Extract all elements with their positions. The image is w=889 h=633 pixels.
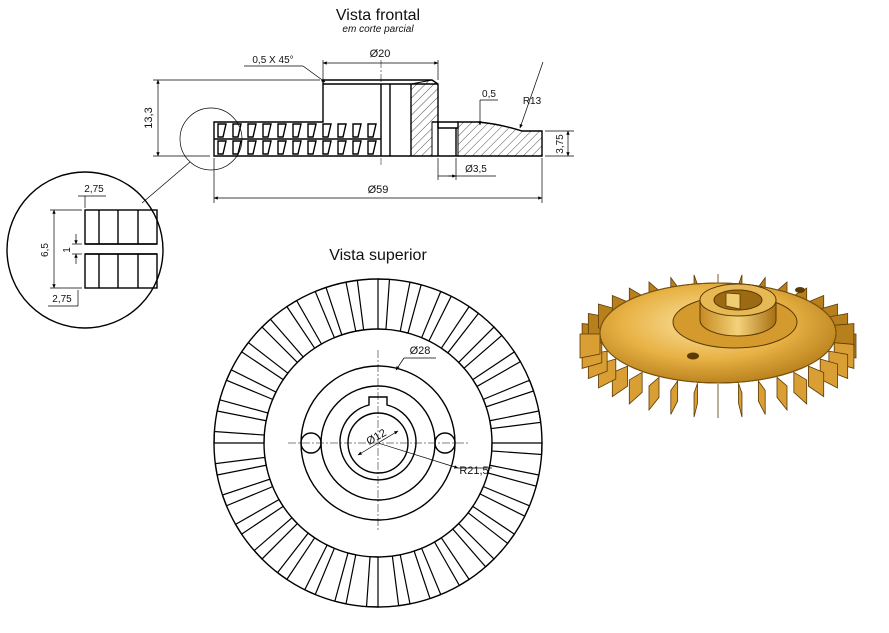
vane-slot — [322, 140, 332, 155]
radial-vane — [440, 305, 480, 354]
front-view-title: Vista frontal — [336, 7, 420, 24]
radial-vane — [240, 341, 289, 381]
radial-vane — [334, 552, 357, 605]
dim-chamfer: 0,5 X 45° — [252, 55, 293, 66]
detail-dim-bottom: 2,75 — [52, 294, 72, 305]
radial-vane — [479, 485, 531, 518]
top-dim-radius: R21,5 — [459, 465, 488, 477]
detail-dim-gap: 1 — [62, 247, 73, 253]
section-hatch-hub — [410, 79, 439, 157]
vane-slot — [292, 123, 302, 138]
detail-view: 2,75 6,5 1 2,75 — [6, 171, 164, 329]
iso-vane — [776, 376, 788, 412]
radial-vane — [491, 442, 543, 456]
top-view-vanes — [213, 278, 543, 608]
vane-slot — [262, 123, 272, 138]
radial-vane — [214, 456, 267, 476]
dim-hub-diameter: Ø20 — [370, 48, 391, 60]
radial-vane — [420, 290, 453, 342]
vane-slot — [352, 123, 362, 138]
iso-vane — [628, 371, 643, 405]
iso-vane — [670, 379, 679, 415]
radial-vane — [471, 351, 522, 388]
vane-slot — [232, 123, 242, 138]
front-view-subtitle: em corte parcial — [342, 24, 414, 35]
dim-rim-height: 3,75 — [555, 134, 566, 154]
vane-slot — [277, 140, 287, 155]
radial-vane — [286, 299, 323, 350]
radial-vane — [482, 379, 535, 408]
vane-slot — [262, 140, 272, 155]
vane-slot — [292, 140, 302, 155]
iso-vane — [738, 383, 743, 418]
vane-slot — [352, 140, 362, 155]
vane-slot — [367, 140, 377, 155]
vane-slot — [277, 123, 287, 138]
vane-slot — [337, 123, 347, 138]
front-view: Vista frontal em corte parcial Ø20 0,5 X… — [141, 7, 574, 204]
iso-vane — [807, 365, 825, 398]
vane-slot — [322, 123, 332, 138]
radial-vane — [457, 326, 503, 370]
radial-vane — [213, 430, 265, 444]
vane-slot — [217, 140, 227, 155]
radial-vane — [391, 554, 411, 607]
dim-outer-diameter: Ø59 — [368, 184, 389, 196]
detail-circle — [6, 171, 164, 329]
iso-vane — [579, 333, 601, 359]
radial-vane — [433, 536, 470, 587]
top-view-title: Vista superior — [329, 247, 427, 264]
radial-vane — [489, 410, 542, 430]
radial-vane — [365, 556, 379, 608]
radial-vane — [377, 278, 391, 330]
section-hatch-rim — [457, 121, 543, 157]
top-dim-bore-diameter: Ø12 — [364, 427, 388, 448]
radial-vane — [216, 399, 269, 422]
dim-height: 13,3 — [143, 107, 155, 128]
iso-vane — [648, 376, 660, 412]
detail-dim-total: 6,5 — [40, 243, 51, 257]
detail-dim-top: 2,75 — [84, 184, 104, 195]
vane-slot — [247, 123, 257, 138]
vane-slot — [307, 140, 317, 155]
radial-vane — [225, 368, 277, 401]
iso-vane — [693, 383, 698, 418]
vane-slot — [247, 140, 257, 155]
top-dim-hub-diameter: Ø28 — [410, 345, 431, 357]
bore-keyway — [339, 396, 417, 481]
radial-vane — [451, 522, 495, 568]
radial-vane — [314, 286, 343, 339]
radial-vane — [234, 498, 285, 535]
vane-slot — [307, 123, 317, 138]
iso-vane — [793, 371, 808, 405]
radial-vane — [487, 464, 540, 487]
vane-slot — [232, 140, 242, 155]
radial-vane — [413, 547, 442, 600]
radial-vane — [276, 532, 316, 581]
vane-slot — [367, 123, 377, 138]
iso-vane — [757, 379, 766, 415]
radial-vane — [303, 544, 336, 596]
iso-3d-render — [579, 274, 857, 418]
dim-step: 0,5 — [482, 89, 496, 100]
vane-slot — [337, 140, 347, 155]
vane-slots-lower — [217, 140, 377, 155]
radial-vane — [345, 279, 365, 332]
radial-vane — [253, 516, 299, 560]
radial-vane — [221, 478, 274, 507]
radial-vane — [399, 281, 422, 334]
top-view: Vista superior Ø28 Ø12 R21,5 — [213, 247, 543, 608]
dim-radius-rim: R13 — [523, 96, 542, 107]
radial-vane — [261, 318, 305, 364]
vane-slot — [217, 123, 227, 138]
radial-vane — [467, 505, 516, 545]
dim-key-diameter: Ø3,5 — [465, 164, 487, 175]
